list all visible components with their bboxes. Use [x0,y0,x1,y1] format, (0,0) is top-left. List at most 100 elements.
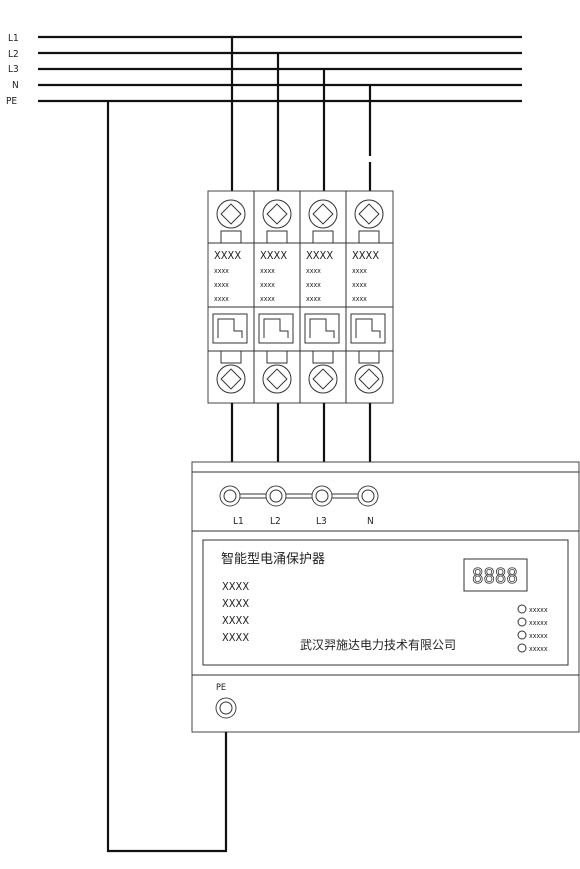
module-spec: xxxx [352,281,367,289]
terminal-tab-icon [220,350,242,364]
pe-terminal-label: PE [216,683,226,693]
display-digits: 8888 [472,564,518,588]
breaker-lever-icon [217,318,243,338]
indicator-label: xxxxx [529,606,548,614]
terminal-screw-icon [223,489,237,503]
module-spec: xxxx [214,281,229,289]
terminal-screw-icon [266,203,288,225]
terminal-screw-icon [219,701,233,715]
breaker-unit: XXXX xxxx xxxx xxxx XXXX xxxx xxxx xxxx [207,190,394,404]
busbar-label-l2: L2 [8,49,19,60]
breaker-module-3: XXXX xxxx xxxx xxxx [304,199,340,394]
busbar-label-l1: L1 [8,33,19,44]
terminal-screw-icon [312,368,334,390]
module-spec: xxxx [260,267,275,275]
manufacturer-name: 武汉羿施达电力技术有限公司 [300,638,456,652]
busbar-label-n: N [12,80,19,91]
terminal-screw-icon [357,485,379,507]
indicator-label: xxxxx [529,632,548,640]
terminal-tab-icon [358,230,380,244]
terminal-tab-icon [358,350,380,364]
terminal-screw-icon [361,489,375,503]
surge-protector: L1 L2 L3 N 智能型电涌保护器 XXXX XXXX XXXX XXXX … [191,461,580,733]
protector-title: 智能型电涌保护器 [221,552,325,567]
module-spec: xxxx [352,295,367,303]
terminal-tab-icon [312,350,334,364]
terminal-screw-icon [220,203,242,225]
module-spec: xxxx [214,295,229,303]
indicator-led-icon [517,630,527,640]
breaker-lever-icon [355,318,381,338]
drop-wires [230,37,372,191]
terminal-screw-icon [220,368,242,390]
terminal-screw-icon [266,368,288,390]
protector-terminal-row: L1 L2 L3 N [219,485,379,527]
module-spec: xxxx [306,267,321,275]
output-wires [230,403,372,462]
breaker-module-4: XXXX xxxx xxxx xxxx [350,199,386,394]
terminal-screw-icon [216,199,246,229]
terminal-screw-icon [215,697,237,719]
module-spec: xxxx [214,267,229,275]
terminal-screw-icon [358,368,380,390]
terminal-screw-icon [269,489,283,503]
terminal-label-l1: L1 [233,516,244,527]
breaker-lever-icon[interactable] [350,313,386,344]
breaker-lever-icon[interactable] [258,313,294,344]
breaker-module-2: XXXX xxxx xxxx xxxx [258,199,294,394]
module-spec: xxxx [306,281,321,289]
terminal-tab-icon [312,230,334,244]
terminal-screw-icon [265,485,287,507]
terminal-screw-icon [308,199,338,229]
terminal-tab-icon [266,230,288,244]
pe-wire [106,101,228,853]
terminal-tab-icon [266,350,288,364]
breaker-lever-icon [263,318,289,338]
spec-line: XXXX [222,580,249,593]
breaker-lever-icon [309,318,335,338]
terminal-screw-icon [311,485,333,507]
front-panel-frame [202,539,569,666]
module-title: XXXX [214,249,241,262]
module-spec: xxxx [352,267,367,275]
pe-terminal: PE [215,683,237,719]
protector-front-panel: 智能型电涌保护器 XXXX XXXX XXXX XXXX 武汉羿施达电力技术有限… [202,539,569,666]
terminal-screw-icon [262,364,292,394]
terminal-label-l3: L3 [316,516,327,527]
terminal-screw-icon [354,364,384,394]
spec-line: XXXX [222,631,249,644]
spec-line: XXXX [222,597,249,610]
terminal-screw-icon [219,485,241,507]
terminal-tab-icon [220,230,242,244]
digital-display [463,558,528,592]
indicator-label: xxxxx [529,619,548,627]
busbar-group: L1 L2 L3 N PE [6,33,522,107]
indicator-led-icon [517,604,527,614]
terminal-label-l2: L2 [270,516,281,527]
breaker-lever-icon[interactable] [304,313,340,344]
terminal-screw-icon [216,364,246,394]
terminal-screw-icon [358,203,380,225]
terminal-screw-icon [262,199,292,229]
breaker-module-1: XXXX xxxx xxxx xxxx [212,199,248,394]
breaker-lever-icon[interactable] [212,313,248,344]
pe-ground-wire [106,101,228,853]
spec-line: XXXX [222,614,249,627]
module-title: XXXX [306,249,333,262]
indicator-led-icon [517,643,527,653]
module-spec: xxxx [260,281,275,289]
terminal-label-n: N [367,516,374,527]
terminal-screw-icon [308,364,338,394]
module-title: XXXX [352,249,379,262]
module-title: XXXX [260,249,287,262]
terminal-screw-icon [354,199,384,229]
busbar-label-l3: L3 [8,64,19,75]
module-spec: xxxx [306,295,321,303]
protector-body [191,461,580,733]
module-spec: xxxx [260,295,275,303]
indicator-label: xxxxx [529,645,548,653]
busbar-label-pe: PE [6,96,17,107]
terminal-screw-icon [312,203,334,225]
terminal-screw-icon [315,489,329,503]
